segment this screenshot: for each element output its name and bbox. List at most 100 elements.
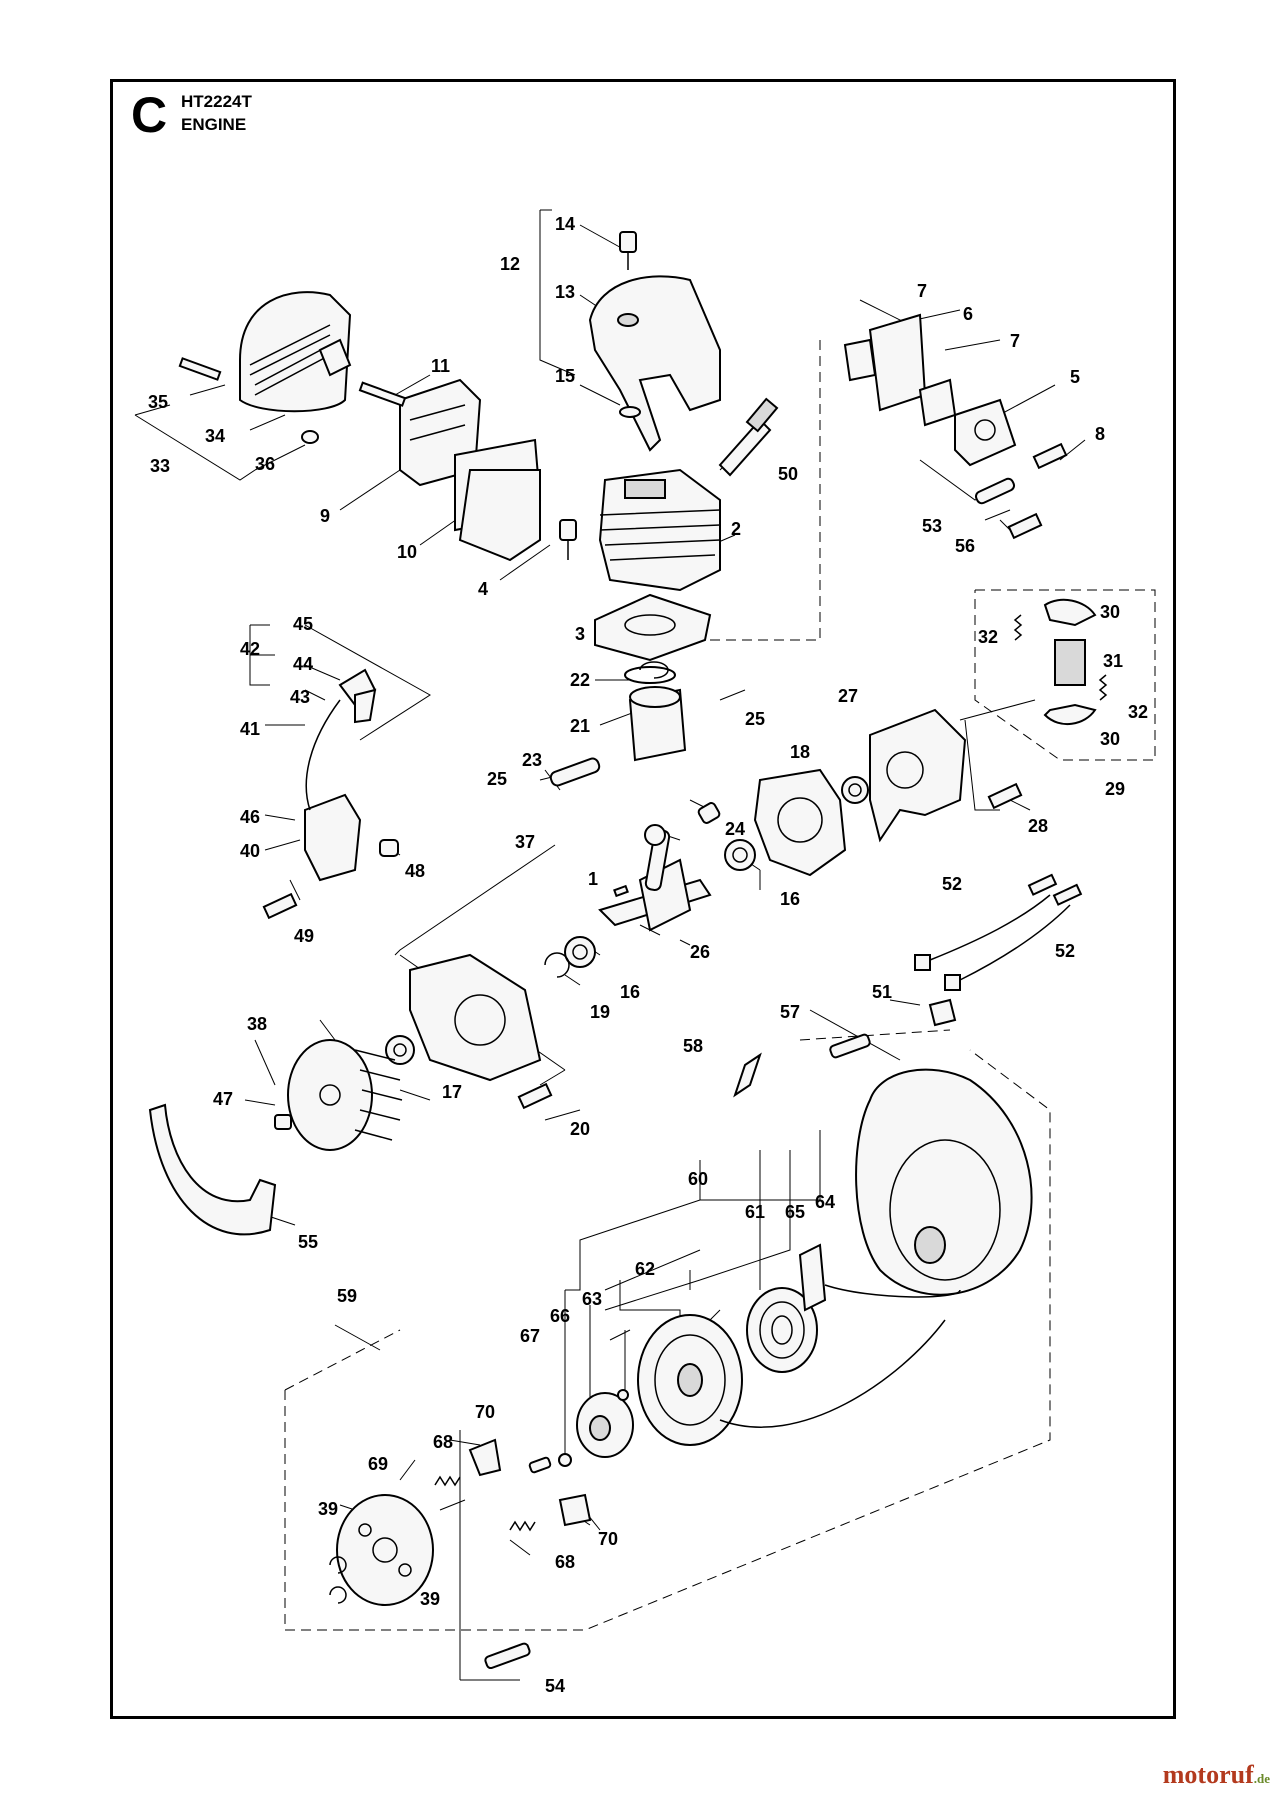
callout-49: 49 [294, 926, 314, 946]
callout-41: 41 [240, 719, 260, 739]
callout-34: 34 [205, 426, 225, 446]
callout-45: 45 [293, 614, 313, 634]
watermark-logo: motoruf.de [1163, 1760, 1270, 1790]
watermark-brand: motoruf [1162, 1760, 1254, 1789]
callout-64: 64 [815, 1192, 835, 1212]
callout-37: 37 [515, 832, 535, 852]
callout-48: 48 [405, 861, 425, 881]
recoil-spring [746, 1287, 818, 1373]
callout-labels: 1 2 3 4 5 6 7 7 8 9 10 11 12 13 14 15 16… [148, 214, 1148, 1696]
callout-54: 54 [545, 1676, 565, 1696]
callout-23: 23 [522, 750, 542, 770]
callout-56: 56 [955, 536, 975, 556]
callout-32a: 32 [978, 627, 998, 647]
callout-12: 12 [500, 254, 520, 274]
piston [624, 666, 687, 762]
callout-1: 1 [588, 869, 598, 889]
crankcase-right [753, 768, 847, 877]
callout-10: 10 [397, 542, 417, 562]
callout-17: 17 [442, 1082, 462, 1102]
callout-68b: 68 [555, 1552, 575, 1572]
callout-2: 2 [731, 519, 741, 539]
callout-61: 61 [745, 1202, 765, 1222]
callout-29: 29 [1105, 779, 1125, 799]
callout-30b: 30 [1100, 729, 1120, 749]
clutch-shoes [1043, 598, 1097, 726]
section-title: ENGINE [181, 115, 247, 134]
callout-27: 27 [838, 686, 858, 706]
dashed-assembly-groups [284, 340, 1156, 1631]
callout-69: 69 [368, 1454, 388, 1474]
callout-43: 43 [290, 687, 310, 707]
callout-11: 11 [431, 356, 450, 376]
callout-70b: 70 [598, 1529, 618, 1549]
callout-24: 24 [725, 819, 745, 839]
muffler [399, 378, 542, 562]
fuel-tank-shroud [588, 275, 721, 452]
callout-42: 42 [240, 639, 260, 659]
callout-36: 36 [255, 454, 275, 474]
callout-3: 3 [575, 624, 585, 644]
insulator-plate [843, 313, 957, 427]
callout-52a: 52 [942, 874, 962, 894]
callout-65: 65 [785, 1202, 805, 1222]
deflector-bracket [148, 1103, 277, 1236]
callout-16a: 16 [780, 889, 800, 909]
pawls [468, 1438, 592, 1527]
callout-25b: 25 [487, 769, 507, 789]
callout-14: 14 [555, 214, 575, 234]
spark-plug [718, 397, 779, 477]
piston-pin [549, 757, 601, 787]
callout-35: 35 [148, 392, 168, 412]
bearings [385, 776, 869, 1065]
model-number: HT2224T [181, 92, 252, 111]
callout-46: 46 [240, 807, 260, 827]
watermark-suffix: .de [1253, 1771, 1270, 1786]
callout-59: 59 [337, 1286, 357, 1306]
clutch-housing [869, 708, 967, 843]
callout-25a: 25 [745, 709, 765, 729]
starter-housing [855, 1068, 1033, 1296]
callout-66: 66 [550, 1306, 570, 1326]
callout-67: 67 [520, 1326, 540, 1346]
callout-5: 5 [1070, 367, 1080, 387]
cylinder-gasket [594, 593, 712, 662]
callout-26: 26 [690, 942, 710, 962]
callout-39a: 39 [318, 1499, 338, 1519]
callout-52b: 52 [1055, 941, 1075, 961]
callout-19: 19 [590, 1002, 610, 1022]
callout-4: 4 [478, 579, 488, 599]
callout-50: 50 [778, 464, 798, 484]
callout-40: 40 [240, 841, 260, 861]
callout-60: 60 [688, 1169, 708, 1189]
callout-16b: 16 [620, 982, 640, 1002]
starter-pulley [637, 1314, 743, 1446]
small-parts [178, 231, 1068, 1670]
diagram-frame: C HT2224T ENGINE [110, 79, 1176, 1719]
callout-6: 6 [963, 304, 973, 324]
callout-39b: 39 [420, 1589, 440, 1609]
section-letter: C [131, 87, 168, 143]
circlips [329, 661, 669, 1604]
callout-20: 20 [570, 1119, 590, 1139]
callout-57: 57 [780, 1002, 800, 1022]
callout-32b: 32 [1128, 702, 1148, 722]
callout-33: 33 [150, 456, 170, 476]
callout-7b: 7 [1010, 331, 1020, 351]
callout-13: 13 [555, 282, 575, 302]
starter-rope [719, 1319, 946, 1428]
callout-28: 28 [1028, 816, 1048, 836]
carburetor [954, 398, 1017, 467]
callout-62: 62 [635, 1259, 655, 1279]
callout-7a: 7 [917, 281, 927, 301]
leads [914, 873, 1083, 991]
callout-9: 9 [320, 506, 330, 526]
callout-8: 8 [1095, 424, 1105, 444]
ratchet [576, 1392, 634, 1458]
callout-70a: 70 [475, 1402, 495, 1422]
callout-47: 47 [213, 1089, 233, 1109]
callout-51: 51 [872, 982, 892, 1002]
callout-44: 44 [293, 654, 313, 674]
air-filter-cover [239, 291, 352, 413]
